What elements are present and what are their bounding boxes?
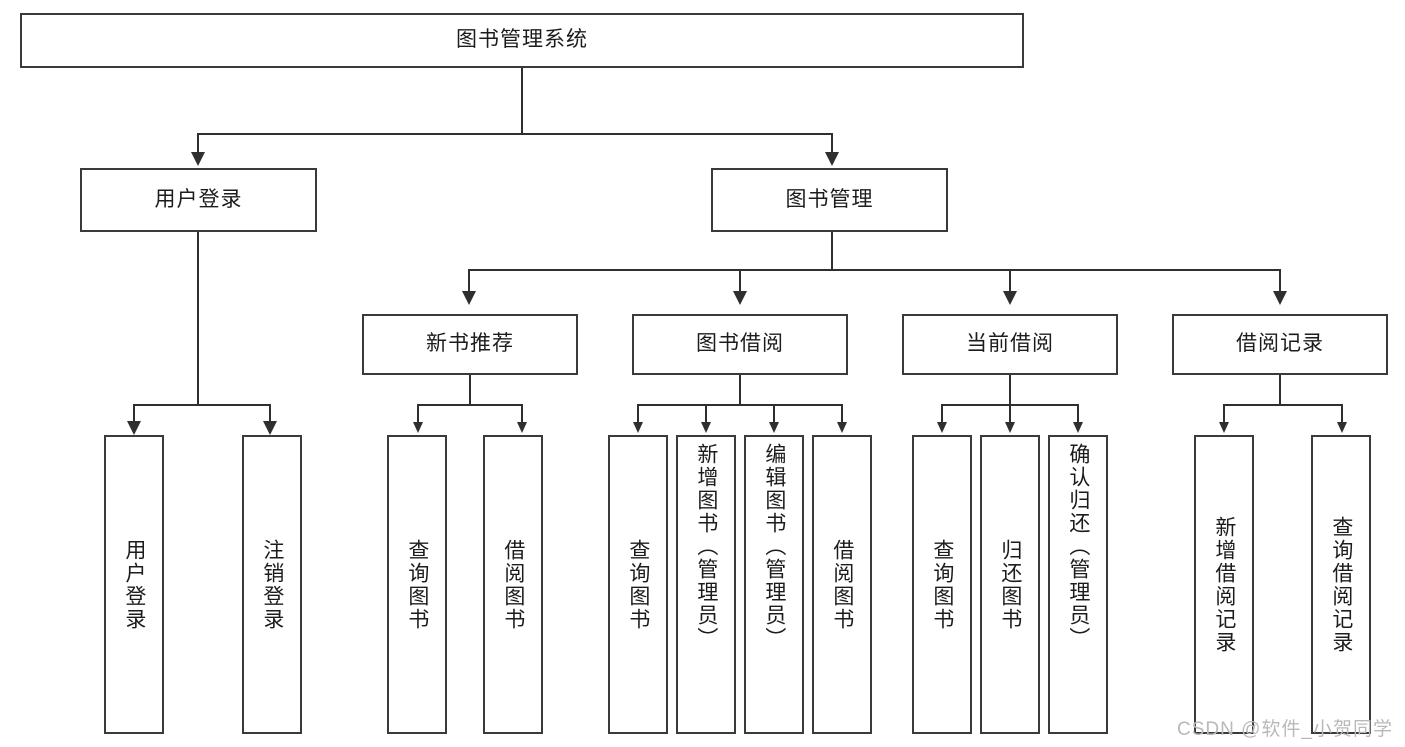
connector-book-borrow-bus [637, 404, 842, 406]
arrow-leaf-query-book-2 [633, 422, 643, 433]
leaf-query-book-3[interactable]: 查询图书 [912, 435, 972, 734]
leaf-borrow-book-1-label: 借阅图书 [501, 538, 525, 631]
node-book-management-label: 图书管理 [785, 187, 874, 211]
connector-to-current-borrow [1009, 269, 1011, 293]
csdn-watermark: CSDN @软件_小贺同学 [1177, 719, 1393, 740]
connector-borrow-record-stem [1279, 375, 1281, 405]
leaf-add-book[interactable]: 新增图书（管理员） [676, 435, 736, 734]
node-root[interactable]: 图书管理系统 [20, 13, 1024, 68]
leaf-query-book-2-label: 查询图书 [626, 538, 650, 631]
node-current-borrow-label: 当前借阅 [966, 332, 1054, 356]
arrow-leaf-return-book [1005, 422, 1015, 433]
leaf-borrow-book-2-label: 借阅图书 [830, 538, 854, 631]
leaf-add-record-label: 新增借阅记录 [1212, 515, 1236, 654]
leaf-query-book-1-label: 查询图书 [405, 538, 429, 631]
arrow-to-book-management [825, 152, 839, 166]
arrow-to-current-borrow [1003, 291, 1017, 305]
leaf-add-book-label: 新增图书（管理员） [694, 443, 718, 650]
connector-user-login-left-drop [133, 404, 135, 423]
connector-level2-bus [197, 133, 833, 135]
arrow-to-book-borrow [733, 291, 747, 305]
connector-new-book-bus [417, 404, 521, 406]
connector-current-borrow-drop-3 [1077, 404, 1079, 423]
leaf-borrow-book-1[interactable]: 借阅图书 [483, 435, 543, 734]
arrow-leaf-borrow-book-1 [517, 422, 527, 433]
connector-new-book-drop-2 [521, 404, 523, 423]
arrow-to-user-login [191, 152, 205, 166]
leaf-query-book-2[interactable]: 查询图书 [608, 435, 668, 734]
leaf-query-book-1[interactable]: 查询图书 [387, 435, 447, 734]
arrow-leaf-add-record [1219, 422, 1229, 433]
connector-book-borrow-stem [739, 375, 741, 405]
leaf-query-record-label: 查询借阅记录 [1329, 515, 1353, 654]
leaf-query-book-3-label: 查询图书 [930, 538, 954, 631]
connector-to-book-borrow [739, 269, 741, 293]
connector-book-management-stem [831, 232, 833, 270]
leaf-logout-login-label: 注销登录 [260, 538, 284, 631]
connector-current-borrow-drop-2 [1009, 404, 1011, 423]
connector-root-stem [521, 68, 523, 134]
connector-user-login-right-drop [269, 404, 271, 423]
arrow-leaf-add-book [701, 422, 711, 433]
leaf-user-login[interactable]: 用户登录 [104, 435, 164, 734]
connector-current-borrow-drop-1 [941, 404, 943, 423]
leaf-return-book[interactable]: 归还图书 [980, 435, 1040, 734]
leaf-logout-login[interactable]: 注销登录 [242, 435, 302, 734]
node-new-book-recommend[interactable]: 新书推荐 [362, 314, 578, 375]
leaf-edit-book-label: 编辑图书（管理员） [762, 443, 786, 650]
connector-user-login-bus [133, 404, 269, 406]
connector-user-login-stem [197, 232, 199, 405]
node-user-login[interactable]: 用户登录 [80, 168, 317, 232]
connector-book-borrow-drop-1 [637, 404, 639, 423]
node-root-label: 图书管理系统 [456, 28, 588, 52]
leaf-user-login-label: 用户登录 [122, 538, 146, 631]
arrow-leaf-logout-login [263, 421, 277, 435]
connector-borrow-record-drop-2 [1341, 404, 1343, 423]
node-new-book-recommend-label: 新书推荐 [426, 332, 514, 356]
connector-to-new-book-recommend [468, 269, 470, 293]
arrow-to-borrow-record [1273, 291, 1287, 305]
arrow-leaf-query-book-1 [413, 422, 423, 433]
connector-new-book-stem [469, 375, 471, 405]
node-borrow-record[interactable]: 借阅记录 [1172, 314, 1388, 375]
node-user-login-label: 用户登录 [154, 187, 243, 211]
connector-new-book-drop-1 [417, 404, 419, 423]
connector-to-borrow-record [1279, 269, 1281, 293]
arrow-leaf-query-record [1337, 422, 1347, 433]
arrow-leaf-confirm-return [1073, 422, 1083, 433]
connector-borrow-record-bus [1223, 404, 1341, 406]
connector-level3-bus [468, 269, 1280, 271]
connector-book-borrow-drop-4 [841, 404, 843, 423]
leaf-borrow-book-2[interactable]: 借阅图书 [812, 435, 872, 734]
arrow-leaf-user-login [127, 421, 141, 435]
leaf-confirm-return-label: 确认归还（管理员） [1066, 443, 1090, 650]
arrow-to-new-book-recommend [462, 291, 476, 305]
connector-to-user-login [197, 133, 199, 155]
node-book-borrow[interactable]: 图书借阅 [632, 314, 848, 375]
leaf-edit-book[interactable]: 编辑图书（管理员） [744, 435, 804, 734]
connector-book-borrow-drop-2 [705, 404, 707, 423]
leaf-return-book-label: 归还图书 [998, 538, 1022, 631]
connector-to-book-management [831, 133, 833, 155]
connector-borrow-record-drop-1 [1223, 404, 1225, 423]
node-book-borrow-label: 图书借阅 [696, 332, 784, 356]
leaf-query-record[interactable]: 查询借阅记录 [1311, 435, 1371, 734]
leaf-confirm-return[interactable]: 确认归还（管理员） [1048, 435, 1108, 734]
node-current-borrow[interactable]: 当前借阅 [902, 314, 1118, 375]
arrow-leaf-edit-book [769, 422, 779, 433]
connector-book-borrow-drop-3 [773, 404, 775, 423]
node-book-management[interactable]: 图书管理 [711, 168, 948, 232]
leaf-add-record[interactable]: 新增借阅记录 [1194, 435, 1254, 734]
arrow-leaf-query-book-3 [937, 422, 947, 433]
node-borrow-record-label: 借阅记录 [1236, 332, 1324, 356]
connector-current-borrow-stem [1009, 375, 1011, 405]
arrow-leaf-borrow-book-2 [837, 422, 847, 433]
